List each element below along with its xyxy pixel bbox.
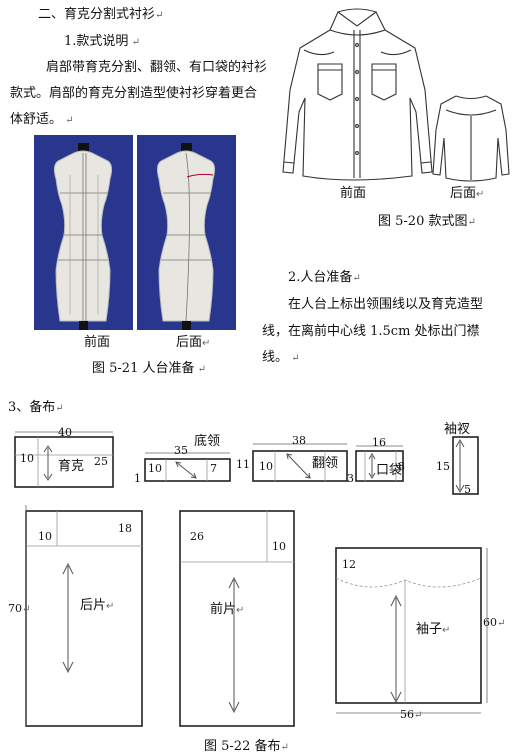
back-b: 18 [118,522,132,535]
fig22-caption: 图 5-22 备布↵ [204,739,289,754]
front-b: 10 [272,540,286,553]
collar-stand-height: 1 [134,472,141,485]
desc-line-3: 体舒适。 ↵ [10,112,74,127]
fig20-caption: 图 5-20 款式图↵ [378,214,476,229]
prep-line-2: 线，在离前中心线 1.5cm 处标出门襟 [262,324,480,339]
pocket-width: 16 [372,436,386,449]
collar-a: 11 [236,458,250,471]
subheading-prep: 2.人台准备↵ [288,270,361,285]
fig20-back-label: 后面↵ [450,186,485,201]
back-a: 10 [38,530,52,543]
prep-line-1: 在人台上标出领围线以及育克造型 [288,297,484,312]
fig21-caption: 图 5-21 人台准备 ↵ [92,361,207,376]
sleeve-a: 12 [342,558,356,571]
front-a: 26 [190,530,204,543]
yoke-width: 40 [58,426,72,439]
pocket-label: 口袋 [376,463,403,478]
cuff-label: 袖衩 [444,422,471,437]
yoke-height: 25 [94,455,108,468]
collar-label: 翻领 [312,456,339,471]
pocket-b: 8 [398,460,405,473]
fig20-front-label: 前面 [340,186,367,201]
dress-form-front-photo [34,135,133,330]
front-label: 前片↵ [210,602,245,617]
fig21-front-label: 前面 [84,335,111,350]
desc-line-2: 款式。肩部的育克分割造型使衬衫穿着更合 [10,86,258,101]
collar-stand-b: 7 [210,462,217,475]
back-height: 70↵ [8,602,31,615]
collar-b: 10 [259,460,273,473]
section-title: 二、育克分割式衬衫↵ [38,7,164,22]
sleeve-label: 袖子↵ [416,622,451,637]
cuff-height: 15 [436,460,450,473]
yoke-inset: 10 [20,452,34,465]
sleeve-height: 60↵ [483,616,506,629]
collar-width: 38 [292,434,306,447]
yoke-label: 育克 [58,459,85,474]
collar-height: 3 [347,472,354,485]
subheading-style: 1.款式说明 ↵ [64,34,140,49]
fig21-back-label: 后面↵ [176,335,211,350]
prep-line-3: 线。 ↵ [262,350,300,365]
back-label: 后片↵ [80,598,115,613]
cuff-b: 5 [464,483,471,496]
sleeve-width: 56↵ [400,708,423,721]
dress-form-back-photo [137,135,236,330]
collar-stand-width: 35 [174,444,188,457]
desc-line-1: 肩部带育克分割、翻领、有口袋的衬衫 [46,60,268,75]
subheading-fabric: 3、备布↵ [8,400,64,415]
collar-stand-a: 10 [148,462,162,475]
collar-stand-label: 底领 [194,434,221,449]
